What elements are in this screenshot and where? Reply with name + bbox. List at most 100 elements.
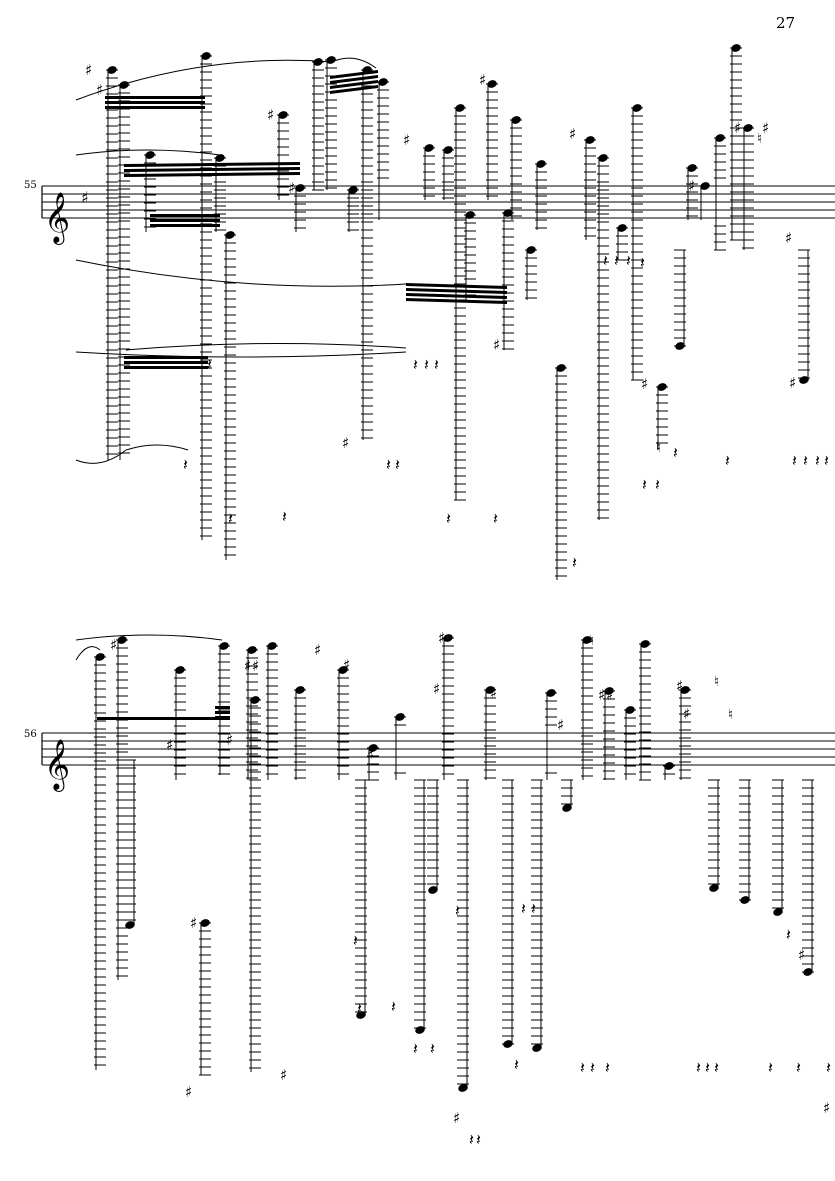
sharp-accidental: ♯ — [166, 736, 173, 754]
beam — [105, 96, 205, 99]
sharp-accidental: ♯ — [280, 1066, 287, 1084]
sharp-accidental: ♯ — [606, 686, 613, 704]
quarter-rest: 𝄽 — [413, 355, 418, 374]
quarter-rest: 𝄽 — [603, 251, 608, 270]
sharp-accidental: ♯ — [438, 629, 445, 647]
beam — [150, 219, 220, 222]
sharp-accidental: ♯ — [683, 705, 690, 723]
beam — [124, 162, 300, 167]
quarter-rest: 𝄽 — [531, 899, 536, 918]
sharp-accidental: ♯ — [190, 914, 197, 932]
page-number: 27 — [776, 14, 796, 32]
notation-marks: ♯♯♯♯♯♯♯♯♯♯♯♯♯♯♯♮♮𝄽𝄽𝄽𝄽𝄽𝄽𝄽𝄽𝄽𝄽𝄽𝄽𝄽𝄽𝄽𝄽𝄽𝄽𝄽𝄽𝄽𝄽𝄽… — [75, 44, 831, 1149]
treble-clef: 𝄞 — [44, 192, 70, 245]
beam — [105, 106, 205, 109]
sharp-accidental: ♯ — [110, 636, 117, 654]
quarter-rest: 𝄽 — [590, 1058, 595, 1077]
beam — [406, 283, 507, 289]
quarter-rest: 𝄽 — [282, 507, 287, 526]
measure-number-56: 56 — [24, 729, 37, 740]
quarter-rest: 𝄽 — [434, 355, 439, 374]
tie-slur — [75, 59, 333, 101]
beam — [215, 706, 230, 709]
sharp-accidental: ♯ — [734, 119, 741, 137]
quarter-rest: 𝄽 — [614, 251, 619, 270]
measure-number-55: 55 — [24, 180, 37, 191]
quarter-rest: 𝄽 — [705, 1058, 710, 1077]
sharp-accidental: ♯ — [641, 375, 648, 393]
natural-accidental: ♮ — [589, 633, 594, 649]
quarter-rest: 𝄽 — [446, 509, 451, 528]
quarter-rest: 𝄽 — [605, 1058, 610, 1077]
quarter-rest: 𝄽 — [413, 1039, 418, 1058]
sharp-accidental: ♯ — [557, 716, 564, 734]
beam — [124, 167, 300, 172]
beam — [97, 717, 230, 720]
beam — [330, 75, 378, 84]
tie-slur — [75, 634, 223, 641]
quarter-rest: 𝄽 — [826, 1058, 831, 1077]
sharp-accidental: ♯ — [244, 657, 251, 675]
quarter-rest: 𝄽 — [514, 1055, 519, 1074]
key-signature-sharp: ♯ — [81, 188, 89, 207]
sharp-accidental: ♯ — [343, 656, 350, 674]
sharp-accidental: ♯ — [823, 1099, 830, 1117]
quarter-rest: 𝄽 — [424, 355, 429, 374]
natural-accidental: ♮ — [714, 674, 719, 690]
sharp-accidental: ♯ — [314, 641, 321, 659]
quarter-rest: 𝄽 — [183, 455, 188, 474]
quarter-rest: 𝄽 — [207, 355, 212, 374]
sharp-accidental: ♯ — [688, 177, 695, 195]
sharp-accidental: ♯ — [85, 61, 92, 79]
beam — [150, 224, 220, 227]
quarter-rest: 𝄽 — [655, 475, 660, 494]
natural-accidental: ♮ — [728, 707, 733, 723]
quarter-rest: 𝄽 — [642, 475, 647, 494]
beam — [330, 70, 378, 79]
tie-slur — [331, 57, 377, 69]
sharp-accidental: ♯ — [433, 680, 440, 698]
tie-slur — [75, 449, 127, 464]
quarter-rest: 𝄽 — [391, 997, 396, 1016]
tie-slur — [75, 259, 407, 287]
sharp-accidental: ♯ — [676, 677, 683, 695]
beam — [330, 80, 378, 89]
quarter-rest: 𝄽 — [353, 931, 358, 950]
natural-accidental: ♮ — [656, 440, 661, 456]
tie-slur — [75, 351, 407, 358]
sharp-accidental: ♯ — [479, 71, 486, 89]
quarter-rest: 𝄽 — [572, 553, 577, 572]
quarter-rest: 𝄽 — [626, 251, 631, 270]
beam — [105, 101, 205, 104]
clefs: 𝄞 𝄞 ♯ — [44, 188, 89, 792]
sharp-accidental: ♯ — [267, 106, 274, 124]
system-2-staff — [41, 732, 835, 766]
quarter-rest: 𝄽 — [725, 451, 730, 470]
beam — [330, 85, 378, 94]
quarter-rest: 𝄽 — [521, 899, 526, 918]
beam — [215, 711, 230, 714]
sharp-accidental: ♯ — [762, 119, 769, 137]
quarter-rest: 𝄽 — [786, 925, 791, 944]
beam — [124, 172, 300, 177]
beam — [406, 293, 507, 299]
treble-clef: 𝄞 — [44, 739, 70, 792]
beam — [124, 361, 208, 364]
tie-slur — [75, 149, 221, 156]
sharp-accidental: ♯ — [185, 1083, 192, 1101]
quarter-rest: 𝄽 — [386, 455, 391, 474]
beam — [406, 288, 507, 294]
sharp-accidental: ♯ — [598, 686, 605, 704]
natural-accidental: ♮ — [757, 131, 762, 147]
beam — [124, 366, 208, 369]
quarter-rest: 𝄽 — [395, 455, 400, 474]
beam — [150, 214, 220, 217]
quarter-rest: 𝄽 — [792, 451, 797, 470]
quarter-rest: 𝄽 — [815, 451, 820, 470]
quarter-rest: 𝄽 — [455, 901, 460, 920]
sharp-accidental: ♯ — [367, 746, 374, 764]
tie-slur — [125, 444, 189, 451]
quarter-rest: 𝄽 — [673, 443, 678, 462]
sharp-accidental: ♯ — [798, 946, 805, 964]
